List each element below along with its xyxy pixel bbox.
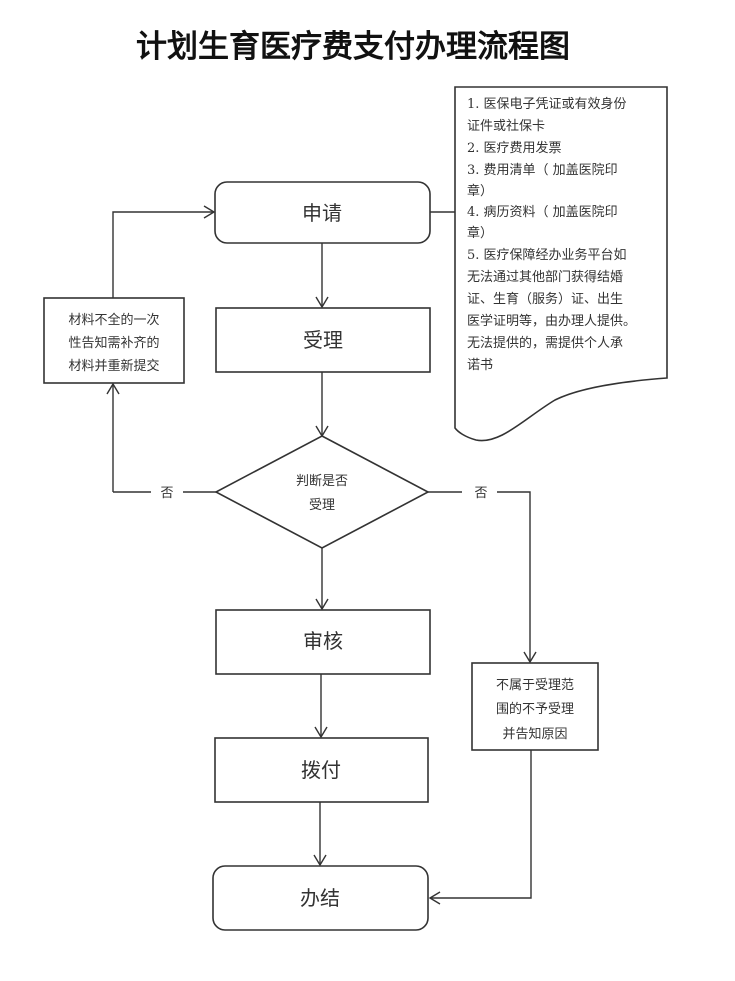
arrow-to-not-in-scope <box>497 491 531 662</box>
node-payment <box>214 737 429 803</box>
required-documents-text: 1. 医保电子凭证或有效身份 证件或社保卡 2. 医疗费用发票 3. 费用清单（… <box>467 96 636 373</box>
node-review-label: 审核 <box>303 629 343 653</box>
note-line: 5. 医疗保障经办业务平台如 <box>467 247 627 263</box>
node-apply-label: 申请 <box>302 201 342 225</box>
required-documents-note <box>454 86 668 442</box>
node-review <box>215 609 431 675</box>
node-complete-label: 办结 <box>300 886 340 910</box>
page-title: 计划生育医疗费支付办理流程图 <box>136 29 570 65</box>
arrow-not-in-scope-complete <box>430 750 532 899</box>
arrowhead <box>315 296 329 309</box>
node-not-in-scope-line: 并告知原因 <box>502 726 567 742</box>
arrowhead <box>313 854 327 867</box>
node-payment-label: 拨付 <box>301 758 341 782</box>
node-incomplete-materials <box>43 297 185 384</box>
node-not-in-scope-line: 围的不予受理 <box>496 701 574 717</box>
note-line: 3. 费用清单（ 加盖医院印 <box>467 163 618 178</box>
note-line: 章） <box>467 183 493 199</box>
node-incomplete-line: 材料不全的一次 <box>68 312 159 328</box>
node-accept <box>215 307 431 373</box>
node-decision <box>214 435 430 549</box>
note-line: 无法提供的，需提供个人承 <box>467 335 623 351</box>
edge-label-left-no: 否 <box>160 486 173 501</box>
node-not-in-scope <box>471 662 599 751</box>
node-complete <box>212 865 429 931</box>
note-line: 4. 病历资料（ 加盖医院印 <box>467 205 618 220</box>
note-line: 证、生育（服务）证、出生 <box>467 291 623 307</box>
node-incomplete-line: 材料并重新提交 <box>68 358 159 374</box>
arrowhead <box>314 726 328 739</box>
node-accept-label: 受理 <box>303 328 343 352</box>
note-line: 证件或社保卡 <box>467 118 545 134</box>
node-decision-label-line2: 受理 <box>309 498 335 513</box>
note-line: 诺书 <box>467 358 493 373</box>
note-line: 无法通过其他部门获得结婚 <box>467 269 623 285</box>
note-line: 医学证明等，由办理人提供。 <box>467 313 636 329</box>
arrowhead <box>106 382 120 395</box>
arrowhead <box>315 598 329 611</box>
note-line: 2. 医疗费用发票 <box>467 140 562 156</box>
note-line: 1. 医保电子凭证或有效身份 <box>467 96 627 112</box>
arrowhead <box>203 205 216 219</box>
arrowhead <box>428 891 441 905</box>
edge-label-right-no: 否 <box>474 486 487 501</box>
arrow-resubmit-apply <box>112 211 214 298</box>
node-incomplete-line: 性告知需补齐的 <box>68 335 159 351</box>
node-not-in-scope-line: 不属于受理范 <box>496 678 574 693</box>
node-decision-label-line1: 判断是否 <box>296 474 348 489</box>
arrowhead <box>523 651 537 664</box>
note-line: 章） <box>467 225 493 241</box>
